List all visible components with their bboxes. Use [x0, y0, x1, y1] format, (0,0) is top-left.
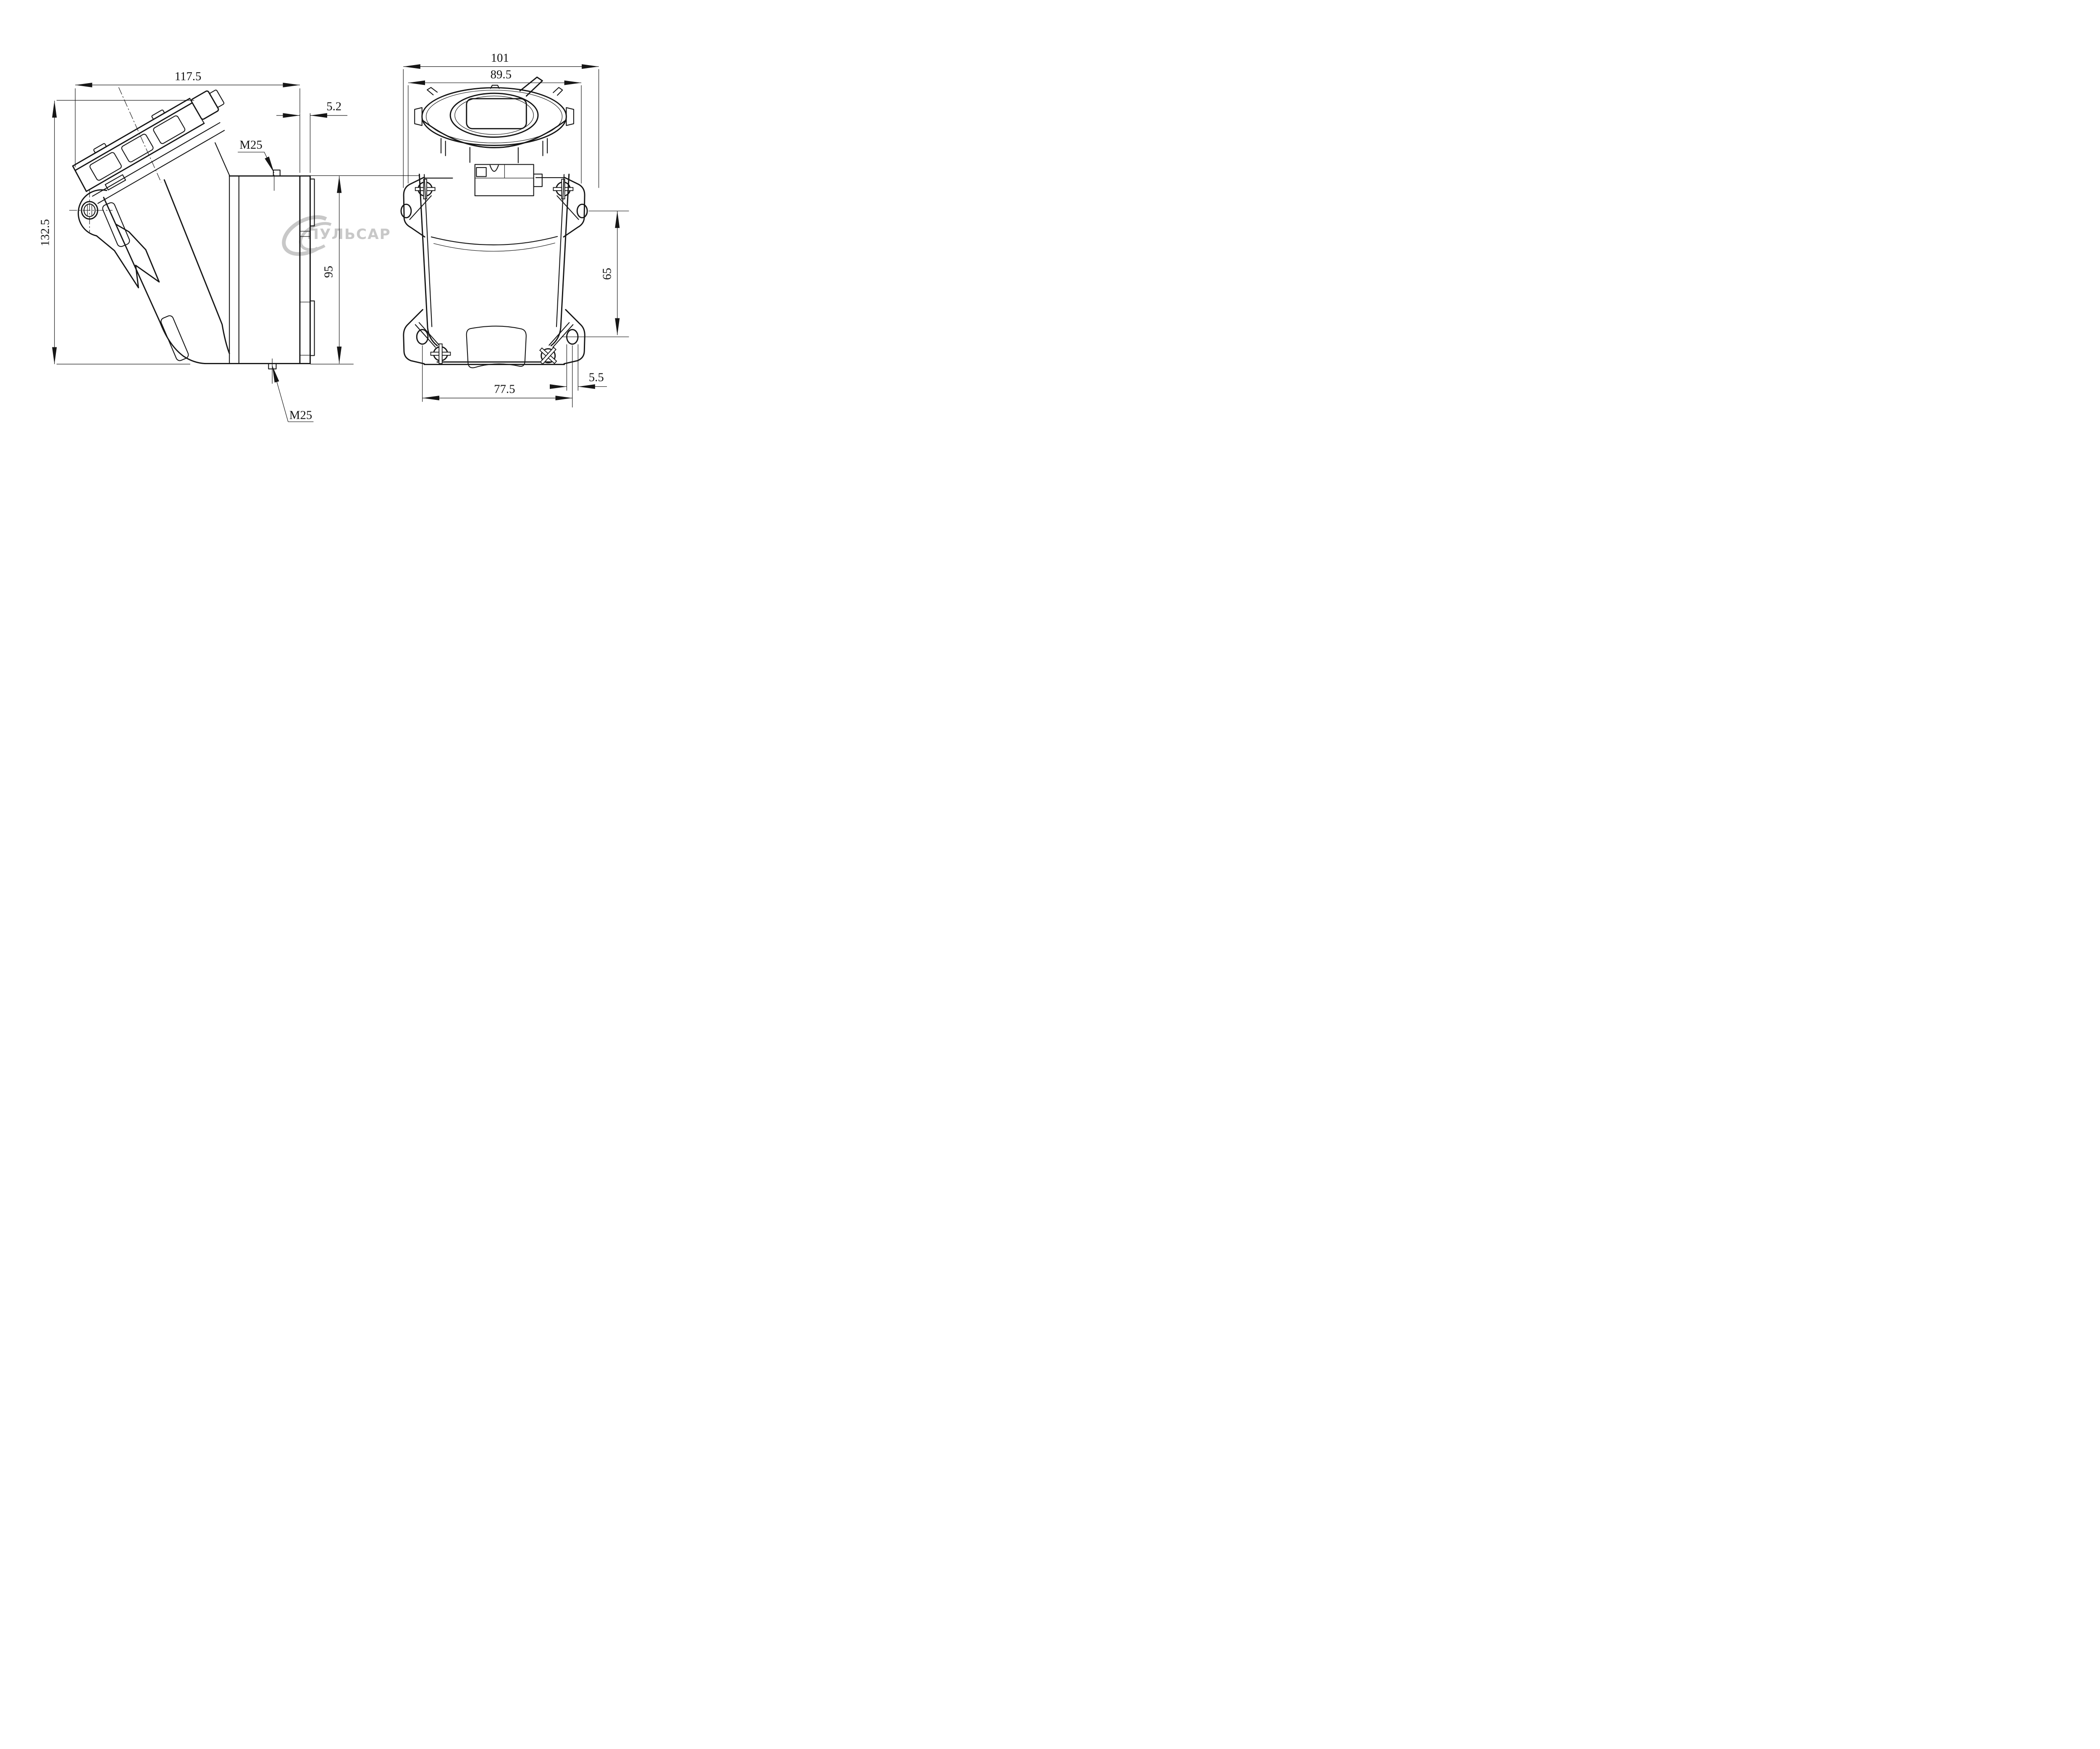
- dim-front-body-width: 89.5: [408, 68, 582, 184]
- front-view: 101 89.5 65 5.5 77.5: [400, 51, 629, 407]
- dim-front-hole-spacing-vertical: 65: [562, 210, 629, 337]
- gland-bottom-text: M25: [289, 408, 312, 422]
- dim-text-52: 5.2: [326, 100, 341, 113]
- front-view-upper-ears: [400, 176, 588, 238]
- dim-text-1175: 117.5: [175, 70, 202, 83]
- dim-side-flange-thickness: 5.2: [276, 100, 348, 173]
- dim-side-overall-height: 132.5: [38, 100, 194, 365]
- side-view: 117.5 132.5 5.2 M25 95 M25: [38, 70, 420, 422]
- dim-side-flange-height: 95: [310, 176, 354, 365]
- side-view-box: [204, 169, 420, 370]
- drawing-sheet: ПУЛЬСАР: [0, 0, 659, 466]
- front-view-cap: [414, 76, 574, 172]
- side-view-ear: [69, 174, 160, 289]
- dim-text-65: 65: [600, 268, 614, 280]
- dim-front-slot-width: 5.5: [549, 344, 607, 391]
- gland-top-text: M25: [239, 138, 262, 152]
- dim-text-1325: 132.5: [38, 219, 52, 247]
- label-gland-bottom-m25: M25: [272, 358, 314, 422]
- dim-text-55: 5.5: [589, 371, 604, 384]
- dim-front-hole-spacing-horizontal: 77.5: [422, 345, 573, 407]
- side-view-cap: [72, 89, 225, 204]
- front-view-lower-ears: [403, 309, 585, 365]
- dim-text-95: 95: [322, 266, 336, 278]
- technical-drawing-canvas: ПУЛЬСАР: [38, 51, 629, 422]
- dim-side-overall-width: 117.5: [75, 70, 300, 168]
- front-view-body: [418, 164, 570, 368]
- cap-axis-centerline: [118, 87, 162, 183]
- watermark-logo: ПУЛЬСАР: [282, 215, 391, 256]
- side-view-body-leg: [102, 142, 231, 365]
- dim-text-895: 89.5: [491, 68, 512, 81]
- label-gland-top-m25: M25: [238, 138, 275, 191]
- dim-text-775: 77.5: [494, 382, 515, 396]
- dim-front-overall-width: 101: [403, 51, 599, 188]
- watermark-text: ПУЛЬСАР: [307, 226, 391, 243]
- dim-text-101: 101: [491, 51, 509, 65]
